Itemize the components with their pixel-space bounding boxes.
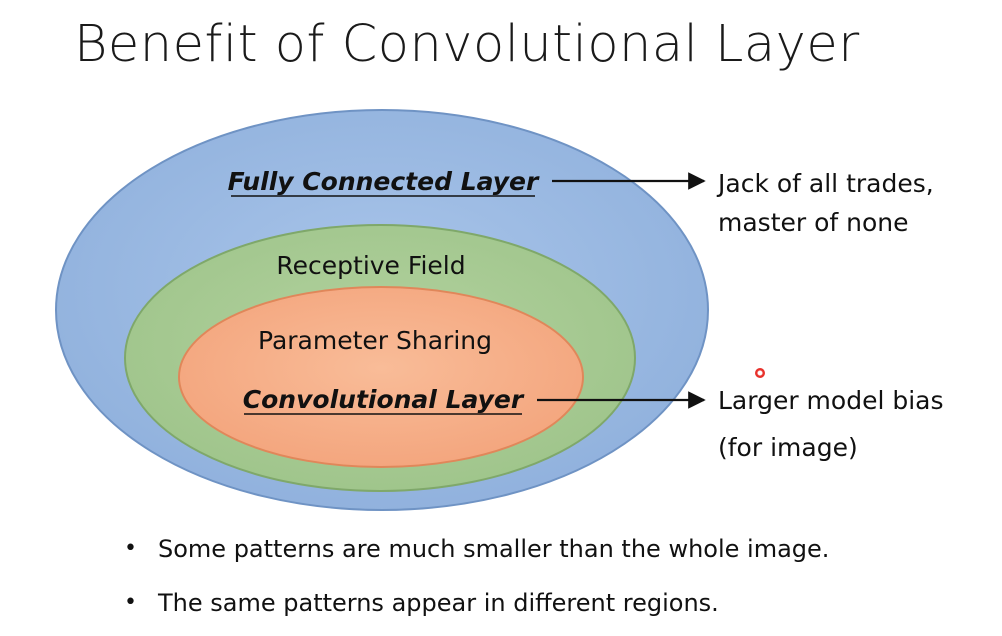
parameter-sharing-label: Parameter Sharing — [258, 326, 492, 355]
slide-title: Benefit of Convolutional Layer — [74, 15, 860, 74]
fully-connected-note-line1: Jack of all trades, — [716, 169, 934, 198]
pointer-indicator — [755, 368, 765, 378]
convolutional-layer-label: Convolutional Layer — [243, 385, 525, 414]
bullet-list: • Some patterns are much smaller than th… — [118, 522, 829, 630]
bullet-dot-icon: • — [124, 590, 137, 615]
bullet-text: The same patterns appear in different re… — [158, 589, 719, 617]
convolutional-note-line1: Larger model bias — [718, 386, 944, 415]
convolutional-note-line2: (for image) — [718, 433, 858, 462]
bullet-item: • The same patterns appear in different … — [118, 576, 829, 630]
bullet-text: Some patterns are much smaller than the … — [158, 535, 830, 563]
receptive-field-label: Receptive Field — [276, 251, 465, 280]
convolutional-ellipse — [178, 286, 584, 468]
bullet-item: • Some patterns are much smaller than th… — [118, 522, 829, 576]
bullet-dot-icon: • — [124, 536, 137, 561]
fully-connected-label: Fully Connected Layer — [228, 167, 540, 196]
fully-connected-note-line2: master of none — [718, 208, 909, 237]
